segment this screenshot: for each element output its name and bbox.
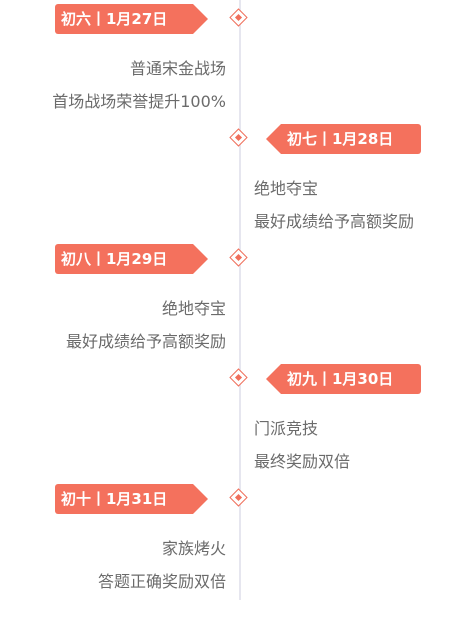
- date-tag: 初七丨1月28日: [266, 124, 421, 154]
- timeline-node-icon: [229, 8, 248, 27]
- timeline-node-icon: [229, 368, 248, 387]
- event-title: 家族烤火: [161, 539, 226, 558]
- event-description: 最好成绩给予高额奖励: [254, 212, 415, 231]
- timeline-entry: 初十丨1月31日 家族烤火 答题正确奖励双倍: [0, 480, 464, 600]
- date-tag: 初六丨1月27日: [55, 4, 208, 34]
- timeline-entry: 初八丨1月29日 绝地夺宝 最好成绩给予高额奖励: [0, 240, 464, 360]
- timeline-entry: 初六丨1月27日 普通宋金战场 首场战场荣誉提升100%: [0, 0, 464, 120]
- timeline-entry: 初九丨1月30日 门派竞技 最终奖励双倍: [0, 360, 464, 480]
- event-title: 绝地夺宝: [254, 179, 319, 198]
- event-title: 绝地夺宝: [161, 299, 226, 318]
- timeline-axis: [239, 0, 241, 600]
- event-description: 答题正确奖励双倍: [97, 572, 226, 591]
- date-tag: 初九丨1月30日: [266, 364, 421, 394]
- event-description: 最好成绩给予高额奖励: [65, 332, 226, 351]
- timeline-node-icon: [229, 128, 248, 147]
- date-tag: 初十丨1月31日: [55, 484, 208, 514]
- timeline-entry: 初七丨1月28日 绝地夺宝 最好成绩给予高额奖励: [0, 120, 464, 240]
- event-description: 最终奖励双倍: [254, 452, 351, 471]
- timeline-node-icon: [229, 488, 248, 507]
- timeline-node-icon: [229, 248, 248, 267]
- event-description: 首场战场荣誉提升100%: [52, 92, 226, 111]
- date-tag: 初八丨1月29日: [55, 244, 208, 274]
- event-title: 门派竞技: [254, 419, 319, 438]
- event-title: 普通宋金战场: [129, 59, 226, 78]
